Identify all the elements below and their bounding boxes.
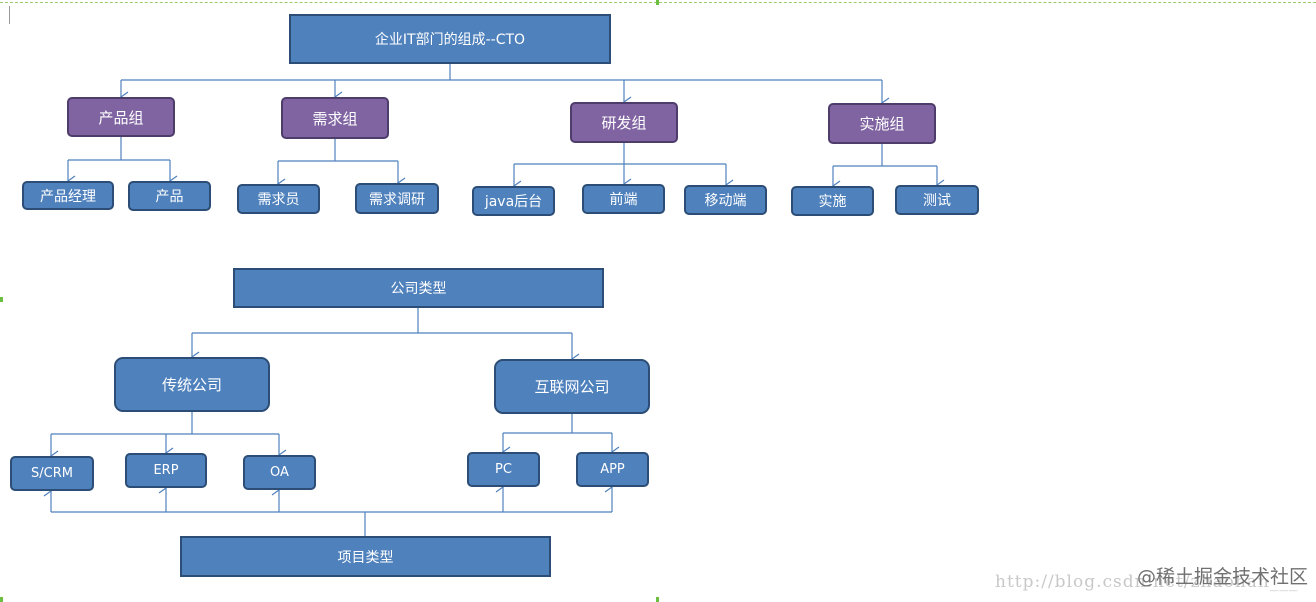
selection-handle-top bbox=[656, 0, 659, 5]
node-requirements-research: 需求调研 bbox=[355, 183, 439, 214]
group-traditional-company: 传统公司 bbox=[114, 357, 270, 412]
node-java-backend: java后台 bbox=[472, 186, 555, 216]
node-mobile: 移动端 bbox=[684, 185, 767, 215]
node-testing: 测试 bbox=[895, 185, 979, 215]
node-product: 产品 bbox=[128, 181, 211, 211]
group-rnd: 研发组 bbox=[570, 102, 678, 143]
node-scrm: S/CRM bbox=[10, 456, 94, 491]
group-internet-company: 互联网公司 bbox=[494, 359, 650, 414]
node-implementation: 实施 bbox=[791, 186, 874, 216]
text-cursor bbox=[9, 6, 10, 24]
node-requirements-staff: 需求员 bbox=[237, 184, 320, 214]
group-product: 产品组 bbox=[67, 97, 175, 137]
node-oa: OA bbox=[243, 455, 316, 490]
selection-handle-bottom-left bbox=[0, 597, 3, 602]
selection-handle-bottom bbox=[656, 597, 659, 602]
node-erp: ERP bbox=[125, 453, 207, 488]
company-type-root: 公司类型 bbox=[233, 268, 604, 308]
project-type-node: 项目类型 bbox=[180, 536, 551, 577]
node-frontend: 前端 bbox=[582, 184, 665, 214]
group-requirements: 需求组 bbox=[281, 97, 389, 139]
node-pc: PC bbox=[467, 452, 540, 487]
watermark-blog-url: http://blog.csdn.net/zhaohan___ bbox=[995, 572, 1299, 592]
watermark-brand: @稀土掘金技术社区 bbox=[1137, 566, 1309, 588]
selection-handle-left bbox=[0, 297, 3, 302]
org-root-cto: 企业IT部门的组成--CTO bbox=[289, 14, 611, 64]
node-product-manager: 产品经理 bbox=[22, 181, 114, 210]
node-app: APP bbox=[576, 452, 649, 487]
group-implementation: 实施组 bbox=[828, 103, 936, 144]
